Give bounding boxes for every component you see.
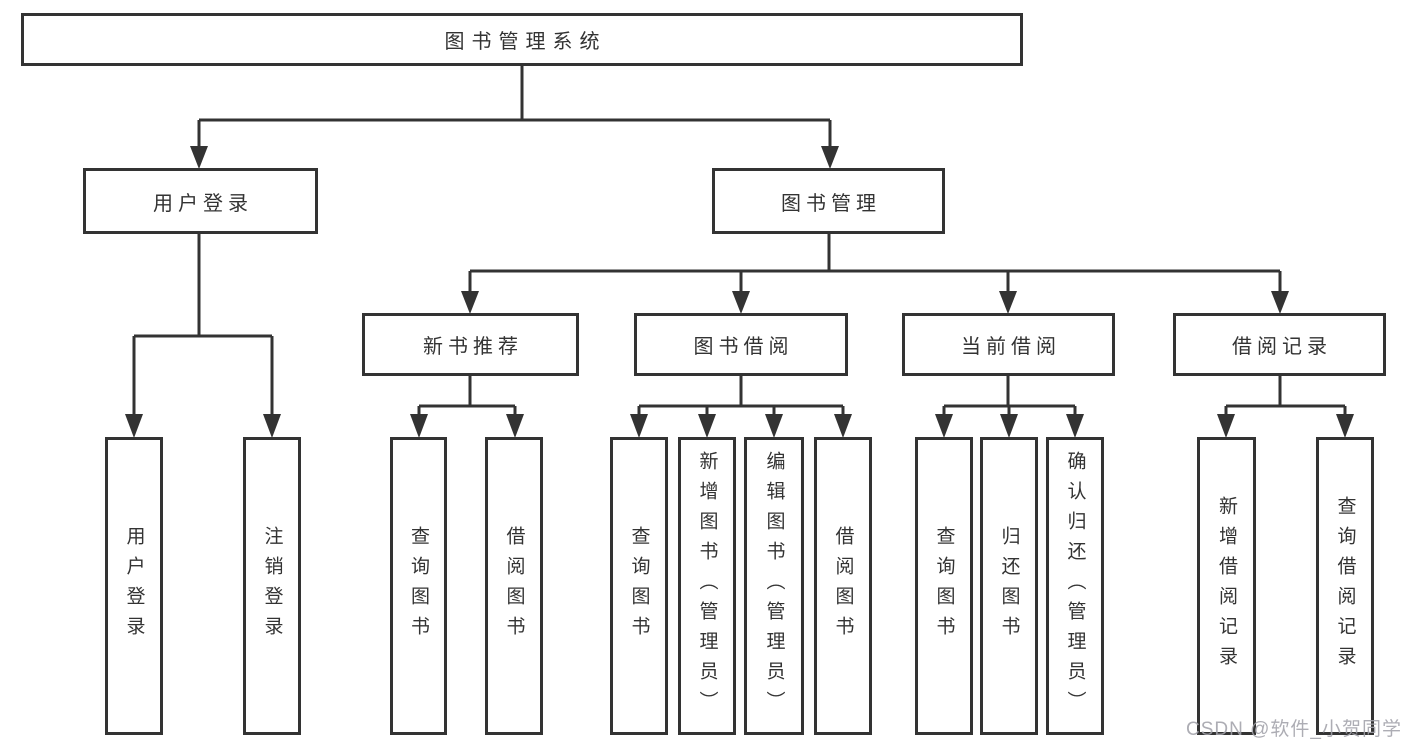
node-borrow-records: 借阅记录 <box>1173 313 1386 376</box>
leaf-current-query-books: 查询图书 <box>915 437 973 735</box>
node-book-management: 图书管理 <box>712 168 945 234</box>
leaf-user-login: 用户登录 <box>105 437 163 735</box>
leaf-recommend-borrow-books: 借阅图书 <box>485 437 543 735</box>
leaf-query-borrow-record: 查询借阅记录 <box>1316 437 1374 735</box>
node-book-borrow: 图书借阅 <box>634 313 848 376</box>
node-user-login: 用户登录 <box>83 168 318 234</box>
leaf-recommend-query-books: 查询图书 <box>390 437 447 735</box>
leaf-borrow-query-books: 查询图书 <box>610 437 668 735</box>
node-current-borrow: 当前借阅 <box>902 313 1115 376</box>
leaf-borrow-books: 借阅图书 <box>814 437 872 735</box>
leaf-confirm-return-admin: 确认归还（管理员） <box>1046 437 1104 735</box>
leaf-add-books-admin: 新增图书（管理员） <box>678 437 736 735</box>
leaf-edit-books-admin: 编辑图书（管理员） <box>744 437 804 735</box>
node-new-book-recommend: 新书推荐 <box>362 313 579 376</box>
node-library-system: 图书管理系统 <box>21 13 1023 66</box>
watermark: CSDN @软件_小贺同学 <box>1186 719 1402 740</box>
leaf-return-books: 归还图书 <box>980 437 1038 735</box>
arrowheads <box>125 146 1354 438</box>
leaf-add-borrow-record: 新增借阅记录 <box>1197 437 1256 735</box>
leaf-logout: 注销登录 <box>243 437 301 735</box>
